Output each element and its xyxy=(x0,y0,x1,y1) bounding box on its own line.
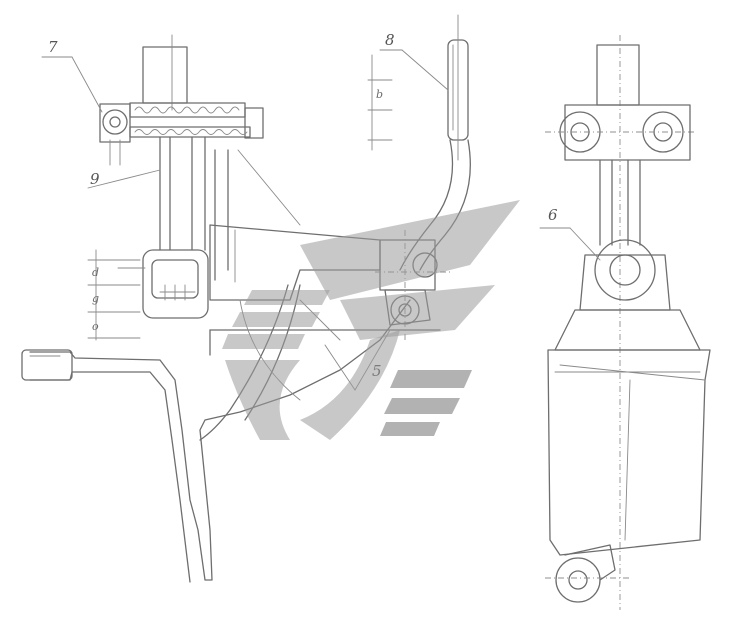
lower-body xyxy=(547,349,711,556)
eye-joint xyxy=(102,109,128,135)
watermark-logo xyxy=(222,200,520,440)
dim-label-o: o xyxy=(92,320,99,333)
callout-6: 6 xyxy=(548,206,558,224)
spring-rod xyxy=(129,102,246,118)
lower-bushing xyxy=(142,249,209,319)
callout-7: 7 xyxy=(48,38,58,56)
right-view: 6 xyxy=(539,35,711,610)
dim-label-g: g xyxy=(92,292,99,305)
callout-9: 9 xyxy=(90,170,100,188)
top-block xyxy=(142,46,188,104)
callout-8: 8 xyxy=(385,31,395,49)
bottom-eye xyxy=(555,557,601,603)
right-spring-eye xyxy=(642,111,684,153)
dim-label-b: b xyxy=(376,88,383,101)
left-view: d g o 7 9 xyxy=(21,34,441,583)
right-top-block xyxy=(596,44,640,106)
dim-label-d: d xyxy=(92,266,99,279)
bracket-arm xyxy=(29,299,411,581)
right-bearing xyxy=(594,239,656,301)
